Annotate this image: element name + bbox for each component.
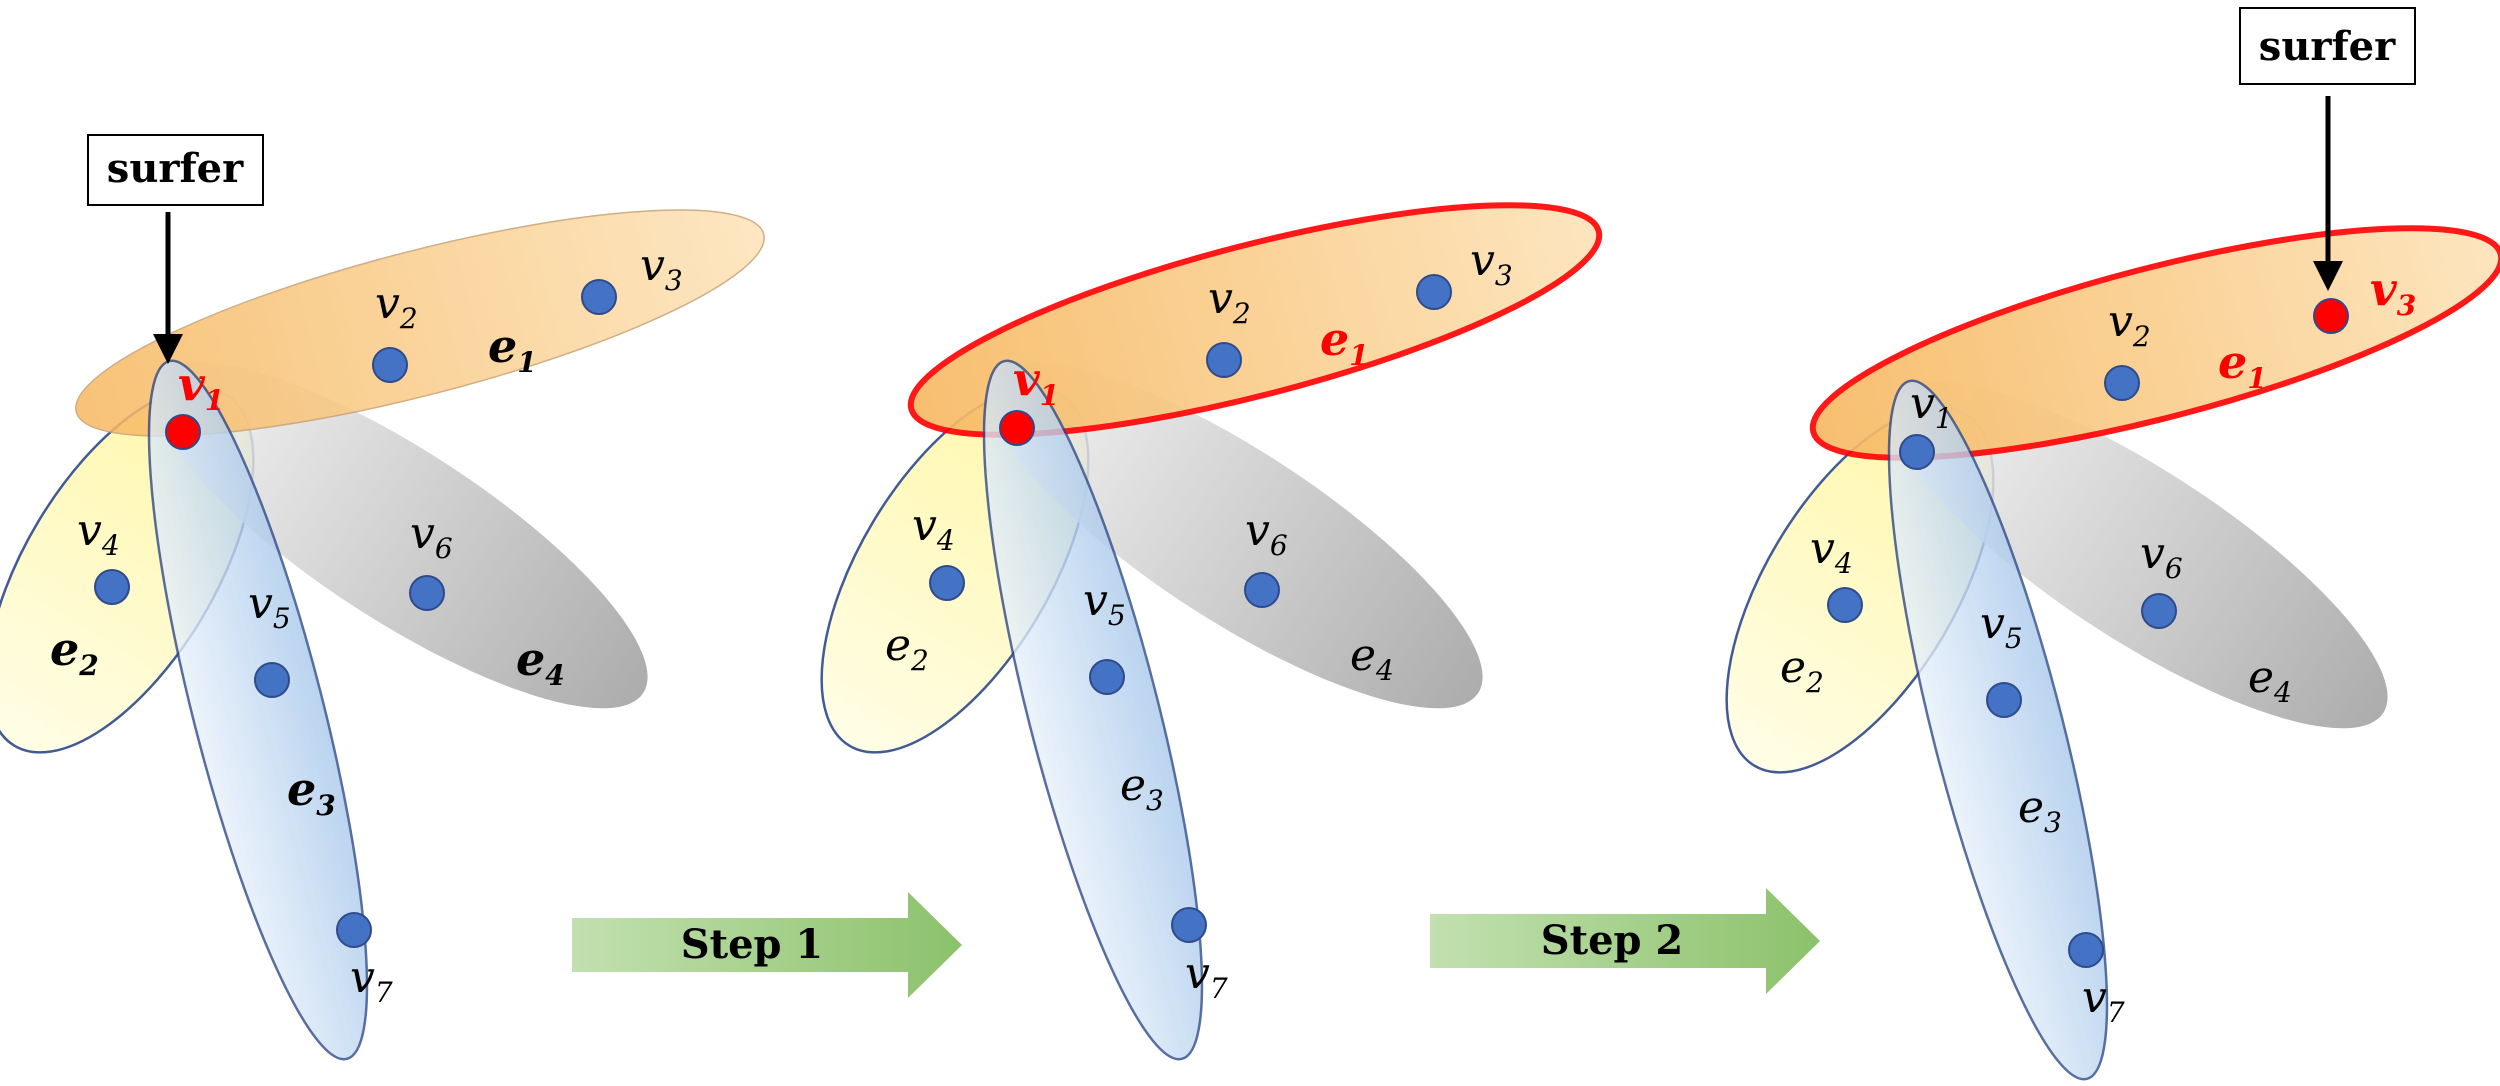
node-v3 [1416, 274, 1452, 310]
node-v1 [165, 414, 201, 450]
label-v6: v6 [2140, 528, 2183, 585]
label-v1: v1 [1013, 352, 1059, 412]
node-v2 [1206, 342, 1242, 378]
label-e2: e2 [50, 622, 99, 682]
node-v7 [2068, 932, 2104, 968]
label-e4: e4 [2248, 652, 2292, 709]
surfer-box-3 [2239, 7, 2416, 85]
hyperedge-e4 [152, 361, 648, 709]
panel-step-1: v1 v2 v3 v4 v5 v6 v7 e1 e2 e3 e4 [820, 202, 1603, 1061]
panel-step-2: v1 v2 v3 v4 v5 v6 v7 e1 e2 e3 e4 surfer [1725, 7, 2500, 1081]
label-v2: v2 [375, 278, 418, 335]
label-v6: v6 [1245, 505, 1288, 562]
step-1-arrow: Step 1 [572, 892, 962, 998]
label-v4: v4 [912, 500, 955, 557]
label-v6: v6 [410, 508, 453, 565]
node-v5 [1986, 682, 2022, 718]
node-v1 [1899, 434, 1935, 470]
node-v2 [372, 347, 408, 383]
node-v6 [1244, 572, 1280, 608]
hyperedge-e4 [987, 361, 1483, 709]
hyperedge-e4 [1892, 381, 2388, 729]
label-v5: v5 [1980, 598, 2023, 655]
hyperedge-e1 [75, 209, 765, 437]
node-v7 [1171, 907, 1207, 943]
hyperedge-e3 [982, 359, 1204, 1061]
label-e3: e3 [1120, 760, 1164, 817]
label-e2: e2 [1780, 642, 1824, 699]
label-v3: v3 [1470, 235, 1513, 292]
label-v2: v2 [1208, 273, 1251, 330]
node-v3 [2313, 298, 2349, 334]
node-v5 [1089, 659, 1125, 695]
node-v2 [2104, 365, 2140, 401]
surfer-label-1: surfer [107, 145, 244, 192]
label-v5: v5 [1083, 575, 1126, 632]
label-v1: v1 [178, 357, 224, 417]
label-e1: e1 [1320, 312, 1369, 372]
label-v7: v7 [2082, 972, 2125, 1029]
node-v6 [2141, 593, 2177, 629]
hyperedge-e1 [907, 202, 1603, 438]
label-e4: e4 [516, 632, 565, 692]
node-v4 [1827, 587, 1863, 623]
node-v1 [999, 410, 1035, 446]
step-1-label: Step 1 [681, 921, 824, 968]
surfer-box-1 [87, 134, 264, 206]
label-e2: e2 [885, 620, 929, 677]
node-v4 [929, 565, 965, 601]
node-v5 [254, 662, 290, 698]
hyperedge-e3 [1887, 379, 2109, 1081]
label-v3: v3 [2370, 262, 2416, 322]
label-v1: v1 [1910, 378, 1953, 435]
surfer-label-3: surfer [2259, 23, 2396, 70]
node-v4 [94, 569, 130, 605]
label-v2: v2 [2108, 296, 2151, 353]
label-e1: e1 [2218, 335, 2267, 395]
label-v7: v7 [350, 952, 393, 1009]
label-v4: v4 [77, 505, 120, 562]
label-v5: v5 [248, 578, 291, 635]
label-v4: v4 [1810, 523, 1853, 580]
node-v3 [581, 279, 617, 315]
panel-initial: v1 v2 v3 v4 v5 v6 v7 e1 e2 e3 e4 surfer [0, 134, 765, 1061]
label-v7: v7 [1185, 948, 1228, 1005]
label-v3: v3 [640, 240, 683, 297]
label-e3: e3 [287, 762, 336, 822]
node-v7 [336, 912, 372, 948]
node-v6 [409, 575, 445, 611]
label-e1: e1 [488, 319, 537, 379]
label-e4: e4 [1350, 630, 1394, 687]
step-2-arrow: Step 2 [1430, 888, 1820, 994]
step-2-label: Step 2 [1541, 917, 1684, 964]
label-e3: e3 [2018, 782, 2062, 839]
